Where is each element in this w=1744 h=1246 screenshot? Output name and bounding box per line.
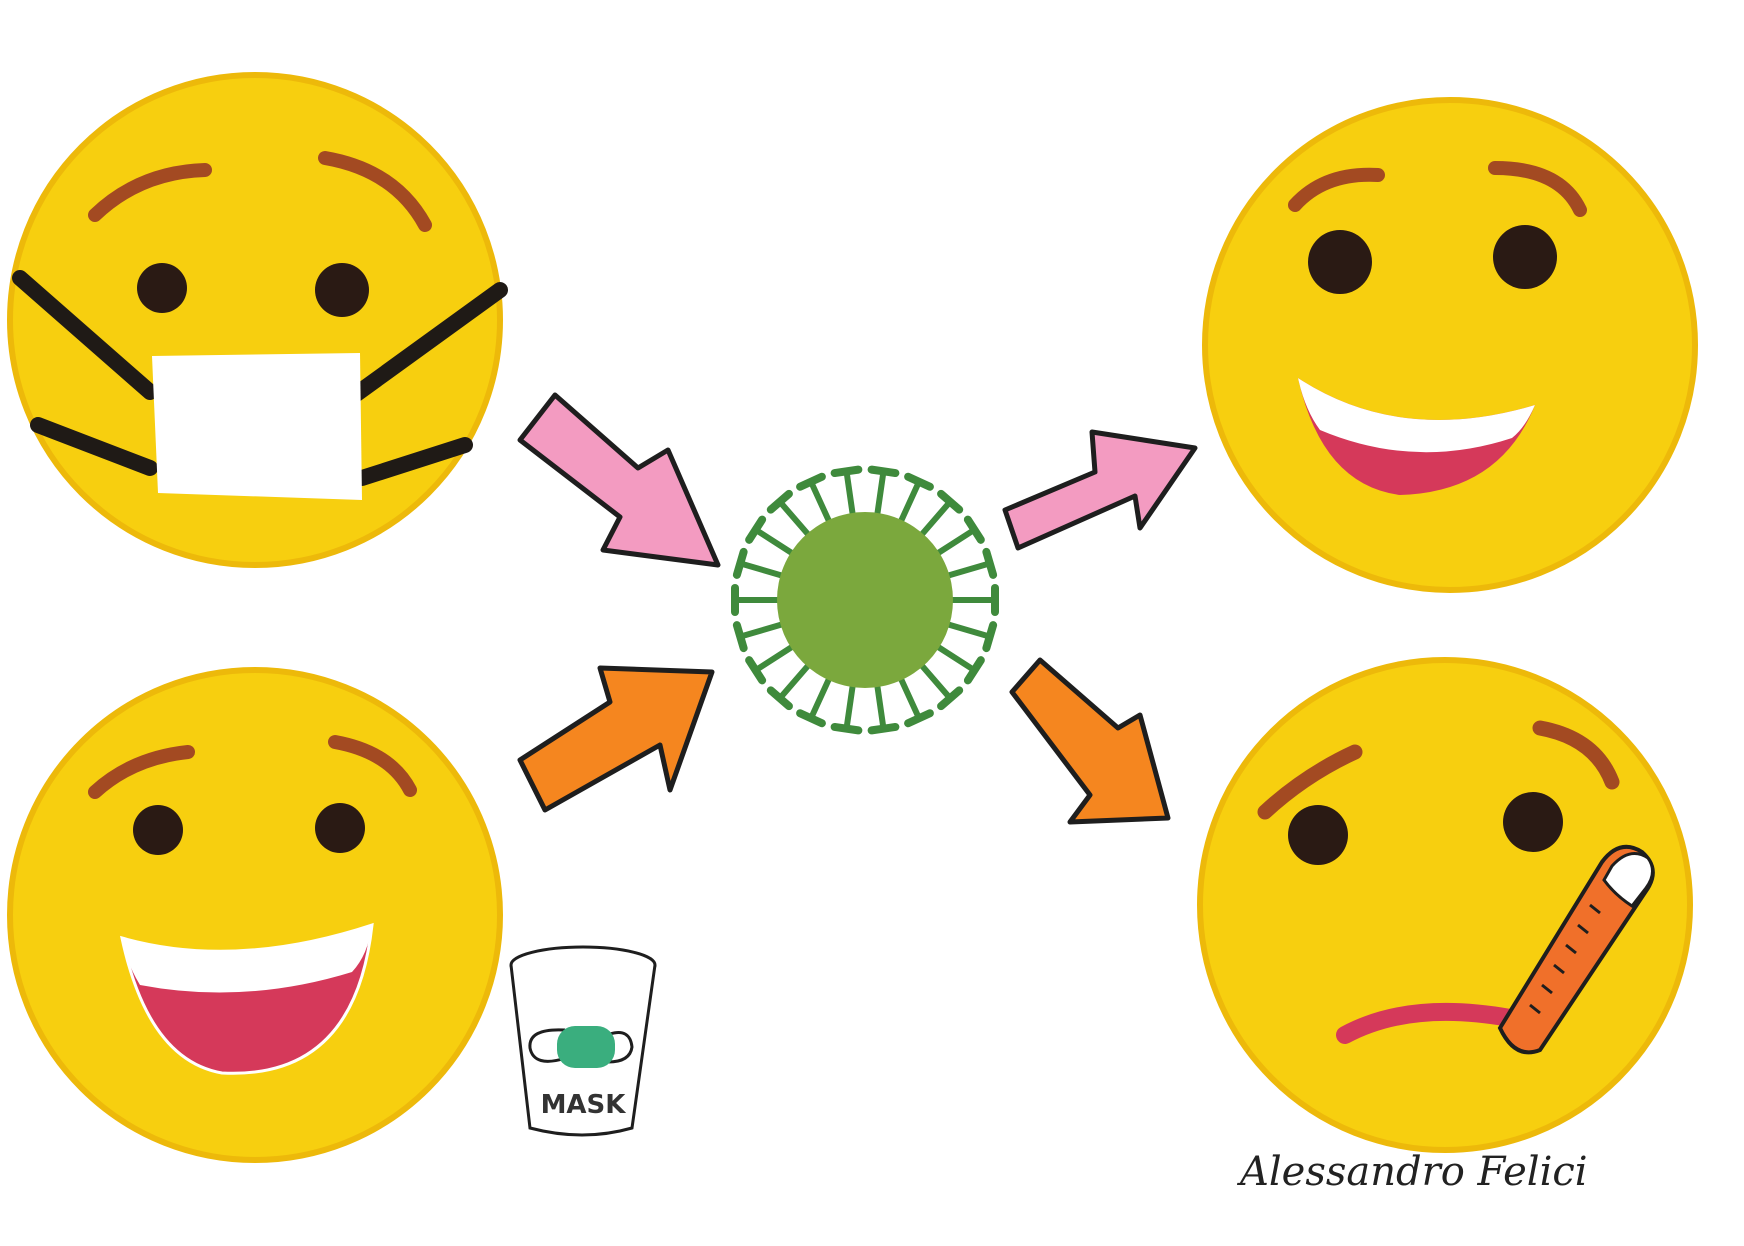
virus-spike — [752, 641, 800, 674]
virus-spike — [940, 560, 993, 580]
arrow-pink-right — [1002, 429, 1198, 551]
virus-spike-cap — [937, 489, 964, 514]
virus-spike — [915, 498, 954, 542]
left-eye — [1308, 230, 1372, 294]
left-eyebrow — [88, 163, 212, 222]
virus-spike — [843, 678, 857, 732]
virus-spike-cap — [867, 465, 900, 478]
face-circle — [1202, 97, 1698, 593]
left-eye — [1288, 805, 1348, 865]
virus-spike-cap — [963, 515, 985, 544]
arrow-orange-left — [517, 665, 715, 813]
virus-spike-cap — [745, 515, 767, 544]
right-eyebrow — [318, 151, 432, 232]
virus-spike-cap — [745, 656, 767, 685]
teeth — [1298, 378, 1535, 453]
sick-face-icon — [1197, 657, 1693, 1153]
left-eyebrow — [1257, 744, 1363, 820]
virus-spike-cap — [982, 621, 998, 653]
happy-face-icon — [1202, 97, 1698, 593]
cup-face-mask — [557, 1026, 615, 1068]
virus-spike — [776, 658, 815, 702]
right-eyebrow — [1488, 161, 1587, 217]
mask-strap — [347, 282, 508, 403]
virus-spike-cap — [830, 465, 863, 478]
virus-spike-cap — [796, 709, 826, 728]
virus-spike-cap — [732, 547, 748, 579]
cup-mask-ear-right — [607, 1031, 634, 1064]
teeth — [122, 925, 372, 993]
virus-spike — [752, 526, 800, 559]
virus-spike-cap — [867, 722, 900, 735]
cup-label: MASK — [541, 1090, 627, 1120]
left-eye — [137, 263, 187, 313]
virus-spike-cap — [904, 472, 934, 491]
face-mask — [152, 353, 362, 500]
right-eyebrow — [328, 735, 417, 797]
virus-spike — [873, 468, 887, 522]
virus-icon — [731, 465, 999, 735]
artist-signature: Alessandro Felici — [1236, 1149, 1588, 1195]
virus-spikes — [731, 465, 999, 735]
virus-spike-cap — [766, 489, 793, 514]
virus-spike-cap — [796, 472, 826, 491]
cup-mask-ear-left — [528, 1028, 567, 1063]
face-circle — [1197, 657, 1693, 1153]
virus-spike — [930, 641, 978, 674]
left-eyebrow — [1288, 167, 1385, 212]
virus-spike-cap — [830, 722, 863, 735]
face-circle — [7, 667, 503, 1163]
right-eyebrow — [1532, 720, 1620, 790]
masked-face-icon — [7, 72, 508, 568]
virus-spike — [940, 620, 993, 640]
virus-spike — [843, 468, 857, 522]
virus-spike — [930, 526, 978, 559]
virus-spike — [873, 678, 887, 732]
virus-spike — [896, 671, 923, 722]
right-eye — [315, 263, 369, 317]
smiling-face-icon — [7, 667, 503, 1163]
mask-strap — [30, 417, 158, 476]
virus-spike-cap — [963, 656, 985, 685]
virus-spike — [737, 620, 790, 640]
thermometer-tip — [1602, 852, 1654, 909]
thermometer-scale — [1529, 903, 1601, 1015]
virus-spike — [737, 560, 790, 580]
thermometer-icon — [1497, 844, 1655, 1055]
virus-spike-cap — [732, 621, 748, 653]
sad-mouth — [1336, 1002, 1519, 1044]
virus-spike — [896, 478, 923, 529]
arrow-orange-right — [1009, 657, 1171, 825]
virus-spike-cap — [904, 709, 934, 728]
virus-spike — [807, 478, 834, 529]
right-eye — [315, 803, 365, 853]
left-eyebrow — [88, 745, 195, 799]
mask-strap — [354, 437, 473, 486]
virus-spike-cap — [766, 686, 793, 711]
mask-strap — [12, 270, 158, 400]
face-circle — [7, 72, 503, 568]
virus-spike — [807, 671, 834, 722]
virus-spike — [776, 498, 815, 542]
virus-spike — [915, 658, 954, 702]
arrow-pink-left — [517, 392, 721, 568]
left-eye — [133, 805, 183, 855]
right-eye — [1503, 792, 1563, 852]
right-eye — [1493, 225, 1557, 289]
virus-body — [777, 512, 953, 688]
virus-spike-cap — [937, 686, 964, 711]
mask-cup-icon: MASK — [509, 945, 657, 1137]
virus-spike-cap — [982, 547, 998, 579]
